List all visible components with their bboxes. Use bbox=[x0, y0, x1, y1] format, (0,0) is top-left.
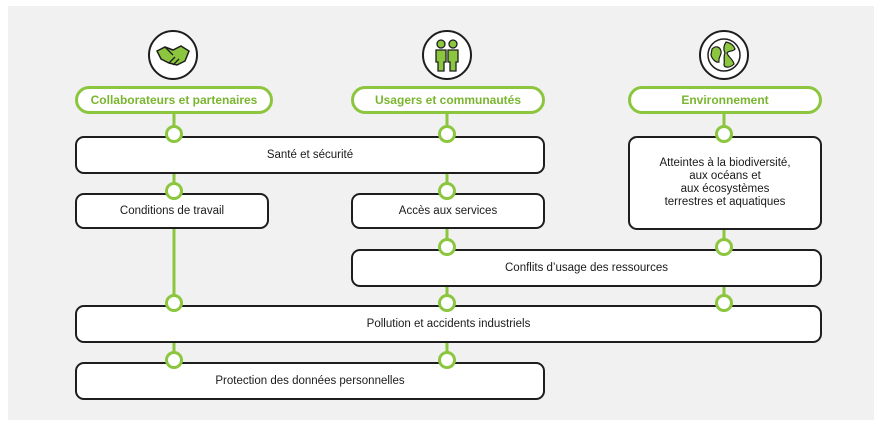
globe-icon bbox=[699, 30, 749, 80]
connector-dot bbox=[715, 238, 733, 256]
connector-dot bbox=[715, 125, 733, 143]
connector-dot bbox=[165, 182, 183, 200]
category-collaborateurs: Collaborateurs et partenaires bbox=[75, 86, 273, 114]
category-usagers: Usagers et communautés bbox=[351, 86, 545, 114]
connector-dot bbox=[438, 125, 456, 143]
people-icon bbox=[422, 30, 472, 80]
connector-dot bbox=[438, 351, 456, 369]
connector-dot bbox=[715, 294, 733, 312]
connector-dot bbox=[165, 125, 183, 143]
connector-dot bbox=[438, 294, 456, 312]
handshake-icon bbox=[148, 30, 198, 80]
category-environnement: Environnement bbox=[628, 86, 822, 114]
risk-sante-securite: Santé et sécurité bbox=[75, 136, 545, 174]
connector-dot bbox=[438, 238, 456, 256]
risk-donnees-personnelles: Protection des données personnelles bbox=[75, 362, 545, 400]
connector-dot bbox=[438, 182, 456, 200]
risk-biodiversite: Atteintes à la biodiversité, aux océans … bbox=[628, 136, 822, 230]
connector-dot bbox=[165, 294, 183, 312]
risk-conflits-usage: Conflits d’usage des ressources bbox=[351, 249, 822, 287]
connector-dot bbox=[165, 351, 183, 369]
